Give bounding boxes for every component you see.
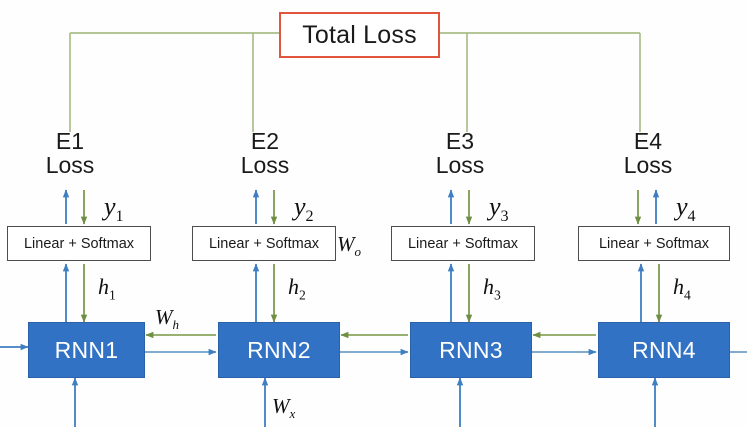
loss-line2-4: Loss (623, 151, 673, 178)
hidden-label-2: h2 (288, 274, 306, 303)
linear-softmax-box-2: Linear + Softmax (192, 226, 336, 261)
output-symbol-3: y (489, 192, 501, 221)
linear-softmax-box-3: Linear + Softmax (391, 226, 535, 261)
linear-softmax-label-1: Linear + Softmax (23, 235, 135, 252)
hidden-sub-2: 2 (299, 287, 306, 303)
weight-input-sub: x (289, 406, 296, 422)
output-sub-1: 1 (115, 208, 124, 226)
output-symbol-2: y (294, 192, 306, 221)
rnn-cell-2: RNN2 (218, 322, 340, 378)
output-label-1: y1 (104, 192, 124, 226)
weight-output-symbol: W (337, 232, 355, 256)
weight-hidden-label: Wh (155, 305, 179, 333)
hidden-label-1: h1 (98, 274, 116, 303)
loss-line1-4: E4 (633, 128, 663, 154)
loss-line1-3: E3 (445, 128, 475, 154)
hidden-symbol-3: h (483, 274, 494, 299)
output-label-4: y4 (676, 192, 696, 226)
loss-line1-1: E1 (55, 128, 85, 154)
hidden-symbol-4: h (673, 274, 684, 299)
linear-softmax-box-4: Linear + Softmax (578, 226, 730, 261)
weight-hidden-symbol: W (155, 305, 173, 329)
linear-softmax-label-3: Linear + Softmax (407, 235, 519, 252)
rnn-cell-3: RNN3 (410, 322, 532, 378)
output-symbol-1: y (104, 192, 116, 221)
linear-softmax-label-2: Linear + Softmax (208, 235, 320, 252)
loss-label-4: E4 Loss (598, 128, 698, 178)
loss-label-1: E1 Loss (20, 128, 120, 178)
rnn-cell-4: RNN4 (598, 322, 730, 378)
hidden-symbol-2: h (288, 274, 299, 299)
loss-line2-3: Loss (435, 151, 485, 178)
loss-label-2: E2 Loss (215, 128, 315, 178)
loss-label-3: E3 Loss (410, 128, 510, 178)
output-label-2: y2 (294, 192, 314, 226)
rnn-cell-label-3: RNN3 (439, 336, 503, 363)
weight-input-label: Wx (272, 394, 295, 422)
rnn-cell-label-4: RNN4 (632, 336, 696, 363)
hidden-sub-4: 4 (684, 287, 691, 303)
total-loss-box: Total Loss (279, 12, 440, 58)
weight-output-label: Wo (337, 232, 361, 260)
loss-line1-2: E2 (250, 128, 280, 154)
output-sub-2: 2 (305, 208, 314, 226)
output-label-3: y3 (489, 192, 509, 226)
rnn-cell-label-1: RNN1 (54, 336, 119, 363)
output-sub-3: 3 (500, 208, 509, 226)
loss-line2-1: Loss (45, 151, 95, 178)
hidden-symbol-1: h (98, 274, 109, 299)
weight-input-symbol: W (272, 394, 290, 418)
rnn-cell-label-2: RNN2 (247, 336, 311, 363)
linear-softmax-label-4: Linear + Softmax (598, 235, 710, 252)
rnn-cell-1: RNN1 (28, 322, 145, 378)
hidden-label-3: h3 (483, 274, 501, 303)
hidden-sub-1: 1 (109, 287, 116, 303)
linear-softmax-box-1: Linear + Softmax (7, 226, 151, 261)
weight-hidden-sub: h (172, 317, 180, 333)
output-symbol-4: y (676, 192, 688, 221)
total-loss-label: Total Loss (302, 20, 417, 49)
output-sub-4: 4 (687, 208, 696, 226)
weight-output-sub: o (354, 244, 362, 260)
loss-line2-2: Loss (240, 151, 290, 178)
hidden-label-4: h4 (673, 274, 691, 303)
hidden-sub-3: 3 (494, 287, 501, 303)
